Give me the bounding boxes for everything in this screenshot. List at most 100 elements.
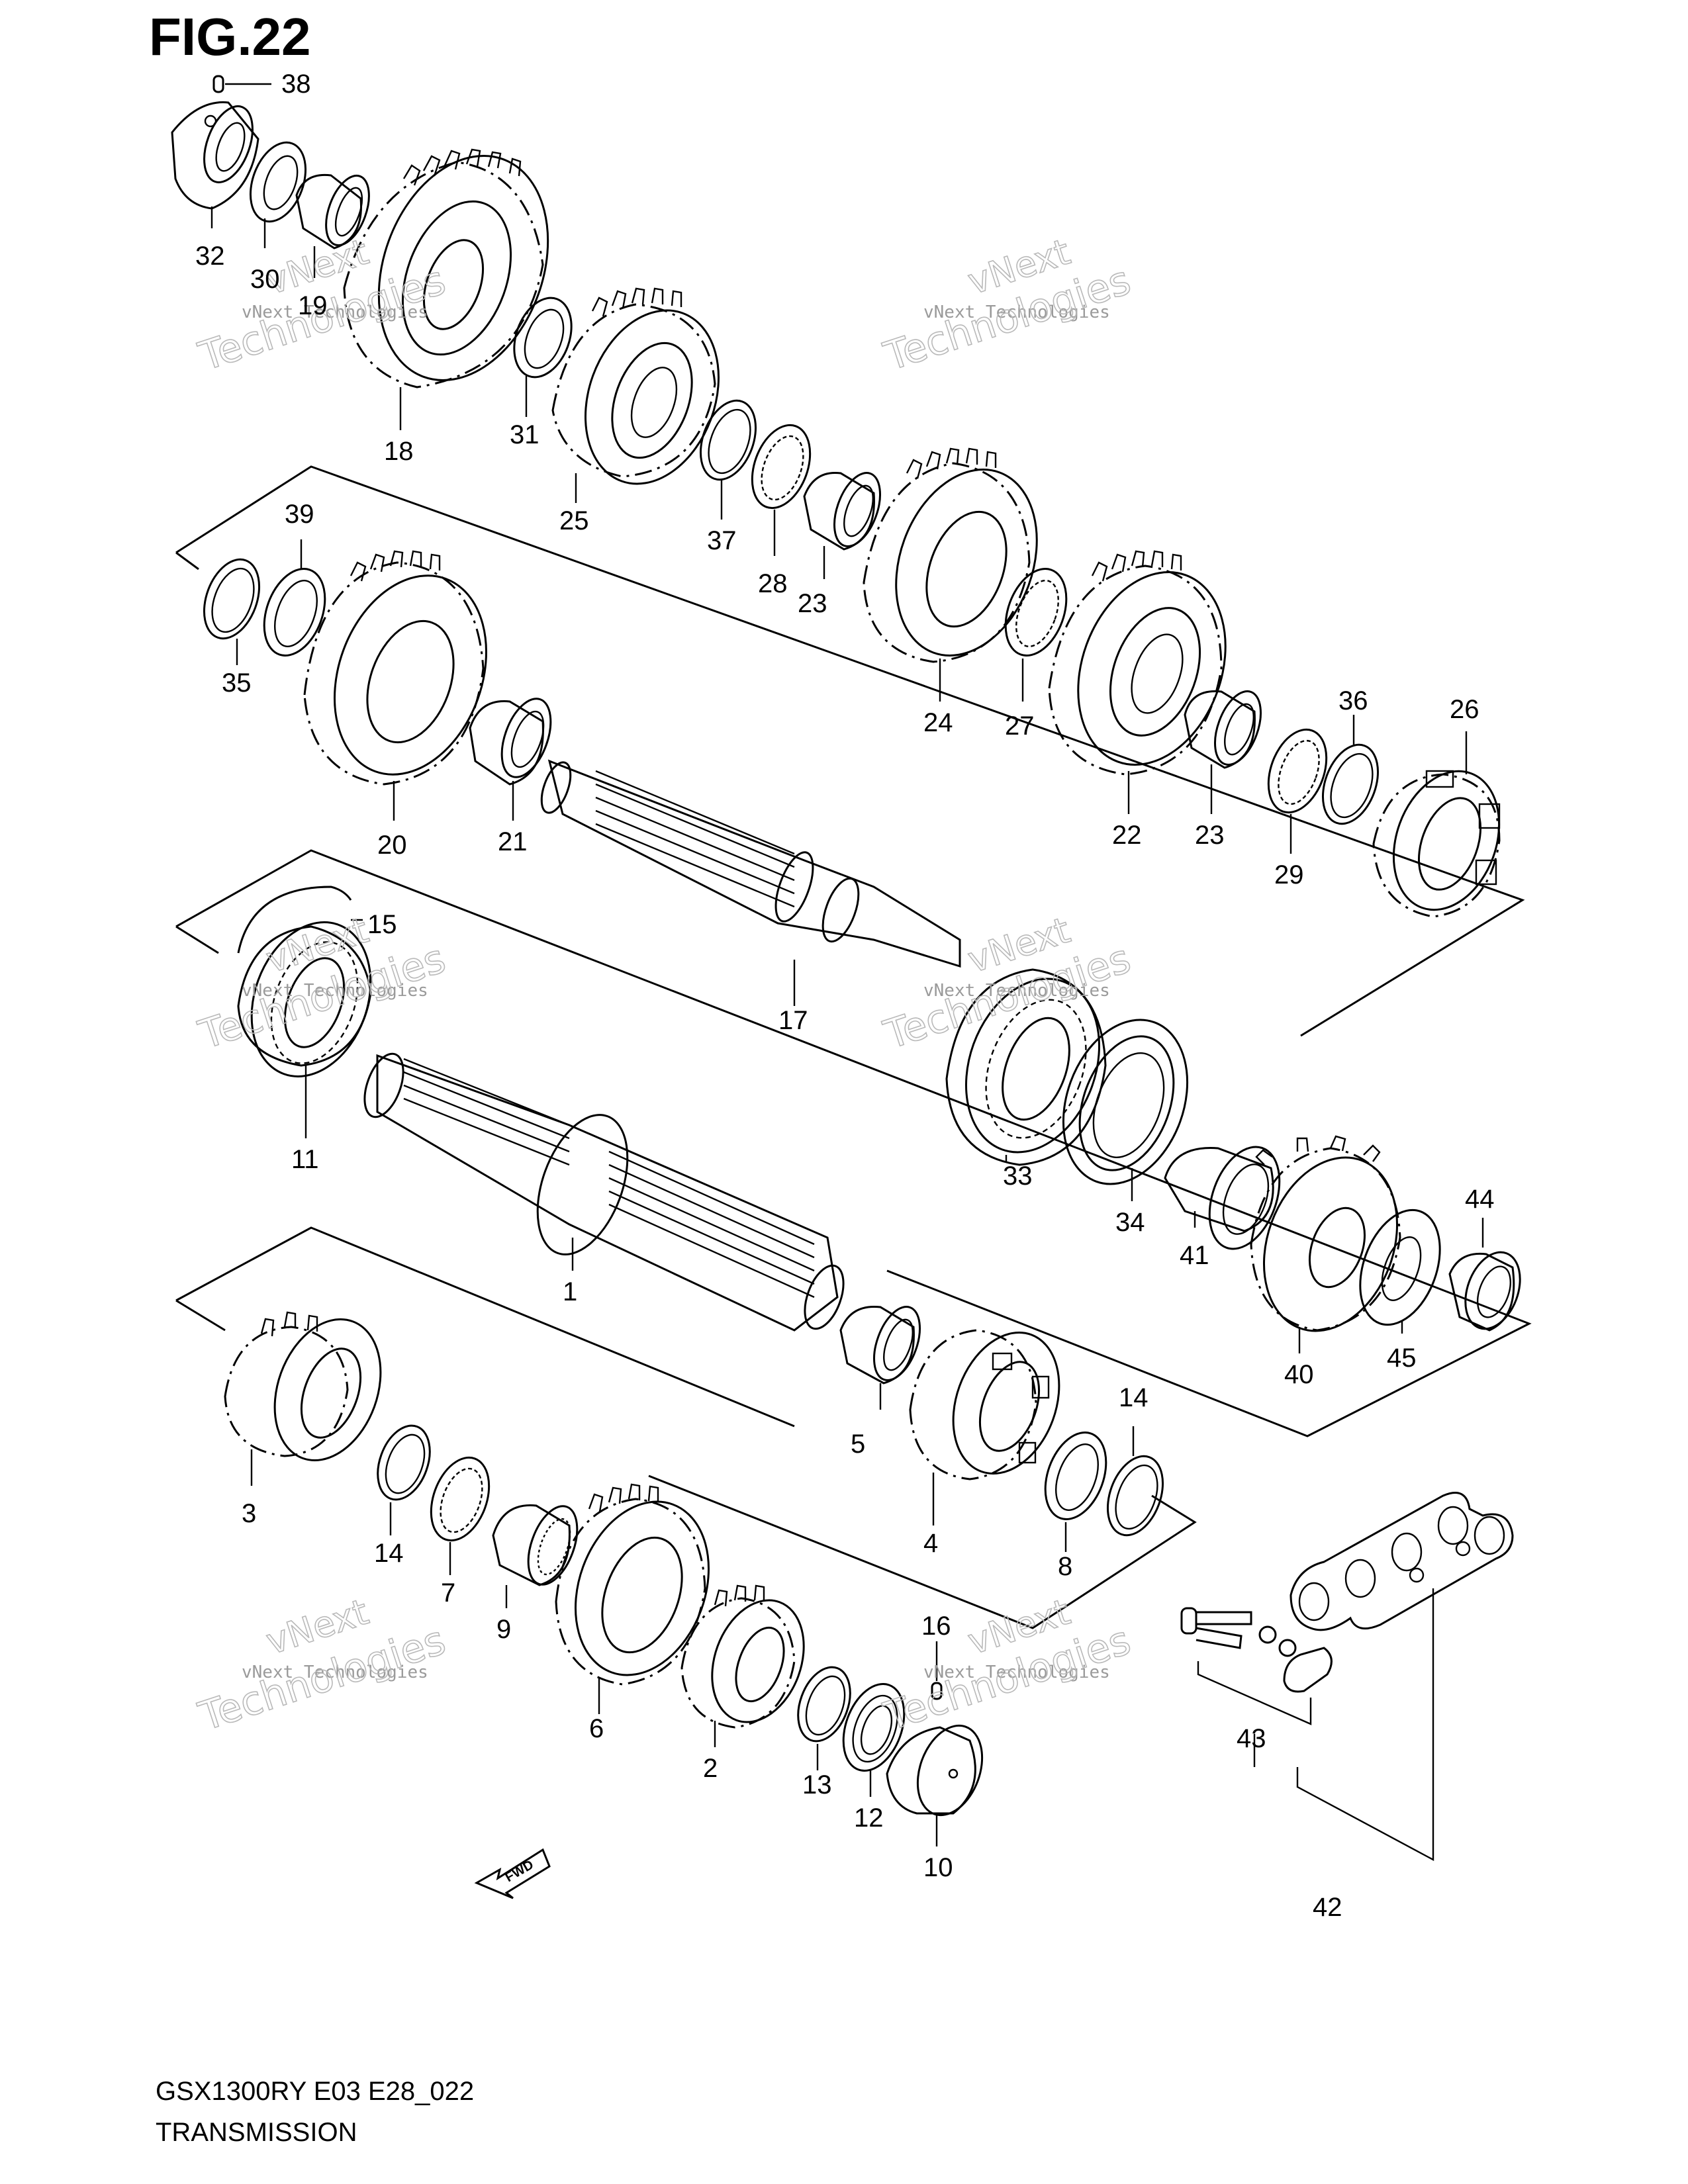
group-outlines xyxy=(175,465,1532,1629)
part-35-circlip xyxy=(203,558,261,665)
callout-13: 13 xyxy=(802,1770,832,1799)
callout-24: 24 xyxy=(923,708,953,737)
watermark-company: vNext Technologies xyxy=(242,302,428,322)
part-7-lock-washer xyxy=(430,1456,491,1575)
callout-21: 21 xyxy=(498,827,528,856)
part-18-gear xyxy=(343,148,549,430)
part-15-circlip xyxy=(237,886,363,954)
watermark-company: vNext Technologies xyxy=(242,981,428,1001)
part-6-gear xyxy=(555,1483,710,1714)
part-43-joint-kit xyxy=(1180,1607,1333,1767)
part-40-sprocket xyxy=(1250,1135,1401,1353)
driveshaft-group-outline xyxy=(175,849,1532,1437)
callout-14-left: 14 xyxy=(374,1539,404,1568)
callout-40: 40 xyxy=(1284,1360,1314,1389)
callout-37: 37 xyxy=(707,526,737,555)
part-10-cap xyxy=(886,1724,984,1846)
callout-29: 29 xyxy=(1274,860,1304,889)
callout-10: 10 xyxy=(923,1853,953,1882)
callout-15: 15 xyxy=(367,910,397,939)
callout-6: 6 xyxy=(589,1714,604,1743)
callout-17: 17 xyxy=(778,1006,808,1035)
callout-4: 4 xyxy=(923,1529,938,1558)
model-code: GSX1300RY E03 E28_022 xyxy=(156,2077,475,2106)
part-44-nut xyxy=(1448,1218,1521,1332)
callout-11: 11 xyxy=(291,1145,319,1174)
callout-33: 33 xyxy=(1003,1161,1033,1191)
part-14-circlip-right xyxy=(1106,1426,1164,1537)
callout-30: 30 xyxy=(250,265,280,294)
part-33-bearing xyxy=(945,968,1107,1166)
callout-5: 5 xyxy=(851,1430,865,1459)
part-9-needle-bearing xyxy=(492,1504,579,1608)
part-16-pin xyxy=(931,1641,943,1700)
callout-41: 41 xyxy=(1180,1241,1209,1270)
countershaft-group-outline xyxy=(175,465,1525,1037)
part-41-spacer xyxy=(1164,1146,1281,1250)
part-27-lock-washer xyxy=(1004,568,1068,702)
callout-25: 25 xyxy=(559,506,589,535)
callout-20: 20 xyxy=(377,831,407,860)
fwd-arrow-icon: FWD xyxy=(474,1848,551,1899)
watermark-6: vNext vNext Technologies Technologies xyxy=(878,1590,1137,1741)
part-12-oil-seal xyxy=(842,1683,906,1797)
callout-2: 2 xyxy=(703,1754,718,1783)
part-20-gear xyxy=(303,550,487,821)
part-23-bushing-upper xyxy=(803,471,881,579)
part-32-collar xyxy=(171,101,259,228)
watermark-2: vNext vNext Technologies Technologies xyxy=(878,230,1137,381)
part-11-bearing xyxy=(237,921,372,1138)
lower-group-outline-top xyxy=(175,1226,795,1428)
callout-26: 26 xyxy=(1450,695,1479,724)
part-30-washer xyxy=(249,141,307,248)
part-1-driveshaft xyxy=(363,1052,845,1332)
part-13-circlip xyxy=(797,1666,851,1770)
driveshaft-outline-tick xyxy=(175,925,219,954)
countershaft-outline-tick xyxy=(175,551,199,570)
part-39-washer xyxy=(263,539,326,657)
watermark-company: vNext Technologies xyxy=(923,981,1110,1001)
part-26-gear xyxy=(1372,731,1501,918)
callout-31: 31 xyxy=(510,420,539,449)
callout-19: 19 xyxy=(298,291,328,320)
callout-32: 32 xyxy=(195,242,225,271)
watermark-company: vNext Technologies xyxy=(923,302,1110,322)
callout-27: 27 xyxy=(1005,711,1035,741)
callout-44: 44 xyxy=(1465,1185,1495,1214)
callout-18: 18 xyxy=(384,437,414,466)
part-45-washer xyxy=(1359,1208,1441,1334)
callout-34: 34 xyxy=(1115,1208,1145,1237)
lower-group-outline-tick xyxy=(175,1299,226,1332)
part-29-lock-washer xyxy=(1267,728,1328,854)
part-19-bushing xyxy=(295,173,370,278)
callout-12: 12 xyxy=(854,1803,884,1833)
callout-39: 39 xyxy=(285,500,314,529)
part-34-oil-seal xyxy=(1062,1019,1189,1201)
callout-45: 45 xyxy=(1387,1343,1417,1373)
figure-title: FIG.22 xyxy=(149,7,311,66)
callout-16: 16 xyxy=(921,1612,951,1641)
callout-23-lower: 23 xyxy=(1195,821,1225,850)
watermark-4: vNext vNext Technologies Technologies xyxy=(878,909,1137,1059)
part-36-circlip xyxy=(1321,715,1380,825)
part-4-gear xyxy=(909,1329,1060,1525)
part-2-gear xyxy=(680,1584,805,1747)
part-37-circlip xyxy=(699,399,757,520)
callout-1: 1 xyxy=(563,1277,577,1306)
part-22-gear xyxy=(1048,550,1227,814)
callout-14-right: 14 xyxy=(1119,1383,1149,1412)
callout-9: 9 xyxy=(496,1615,511,1644)
part-17-countershaft xyxy=(540,759,961,1006)
watermark-company: vNext Technologies xyxy=(242,1662,428,1682)
callout-42: 42 xyxy=(1313,1893,1342,1922)
callout-8: 8 xyxy=(1058,1552,1072,1581)
part-23-bushing-lower xyxy=(1184,690,1262,814)
callout-43: 43 xyxy=(1237,1724,1266,1753)
part-8-washer xyxy=(1044,1432,1107,1552)
part-38-pin xyxy=(212,75,271,93)
part-21-bushing xyxy=(469,698,552,821)
callout-38: 38 xyxy=(281,69,311,99)
watermark-3: vNext vNext Technologies Technologies xyxy=(193,909,451,1059)
lower-group-outline-bottom xyxy=(648,1475,1197,1629)
